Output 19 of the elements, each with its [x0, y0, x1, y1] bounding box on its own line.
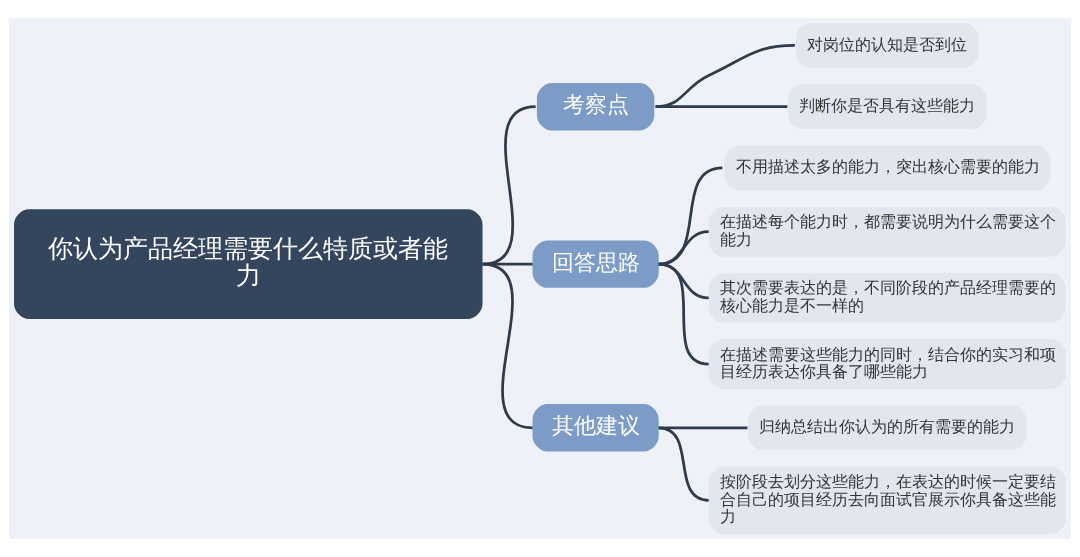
- node-box: 判断你是否具有这些能力: [788, 84, 987, 130]
- node-box: 不用描述太多的能力，突出核心需要的能力: [724, 145, 1051, 191]
- node-box: 在描述每个能力时，都需要说明为什么需要这个能力: [708, 206, 1066, 257]
- connector: [658, 426, 709, 502]
- connector: [655, 105, 788, 109]
- connector: [658, 262, 709, 366]
- node-box: 其次需要表达的是，不同阶段的产品经理需要的核心能力是不一样的: [708, 272, 1066, 323]
- node-box: 归纳总结出你认为的所有需要的能力: [748, 405, 1027, 451]
- node-box: 其他建议: [532, 404, 659, 452]
- node-box: 按阶段去划分这些能力，在表达的时候一定要结合自己的项目经历去向面试官展示你具备这些能力: [708, 466, 1066, 534]
- node-box: 在描述需要这些能力的同时，结合你的实习和项目经历表达你具备了哪些能力: [708, 339, 1066, 390]
- connector: [658, 166, 723, 266]
- node-box: 对岗位的认知是否到位: [796, 23, 979, 68]
- node-box: 回答思路: [532, 240, 659, 288]
- connector: [658, 426, 748, 430]
- node-box: 你认为产品经理需要什么特质或者能力: [14, 209, 483, 320]
- connector: [482, 262, 533, 430]
- node-box: 考察点: [536, 82, 655, 131]
- connector: [655, 44, 795, 109]
